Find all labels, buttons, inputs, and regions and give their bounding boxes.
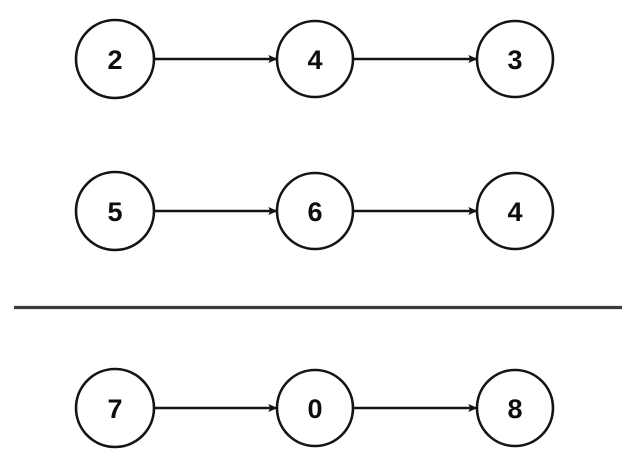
node-n7[interactable]: 7: [74, 367, 156, 449]
chain-7-0-8: 7 0 8: [74, 367, 555, 449]
node-label: 2: [107, 45, 122, 75]
node-circle[interactable]: [475, 368, 555, 448]
node-label: 4: [307, 45, 322, 75]
node-n5[interactable]: 6: [275, 171, 355, 251]
chain-2-4-3: 2 4 3: [74, 18, 555, 100]
node-circle[interactable]: [275, 368, 355, 448]
node-circle[interactable]: [275, 19, 355, 99]
node-n2[interactable]: 4: [275, 19, 355, 99]
node-circle[interactable]: [475, 171, 555, 251]
chain-5-6-4: 5 6 4: [74, 170, 555, 252]
node-label: 8: [507, 394, 522, 424]
node-n9[interactable]: 8: [475, 368, 555, 448]
node-label: 7: [107, 394, 122, 424]
node-label: 6: [307, 197, 322, 227]
node-n6[interactable]: 4: [475, 171, 555, 251]
node-label: 3: [507, 45, 522, 75]
node-n4[interactable]: 5: [74, 170, 156, 252]
node-n8[interactable]: 0: [275, 368, 355, 448]
node-label: 0: [307, 394, 322, 424]
node-circle[interactable]: [74, 367, 156, 449]
node-n1[interactable]: 2: [74, 18, 156, 100]
node-circle[interactable]: [275, 171, 355, 251]
node-label: 5: [107, 197, 122, 227]
node-label: 4: [507, 197, 522, 227]
node-circle[interactable]: [475, 19, 555, 99]
node-n3[interactable]: 3: [475, 19, 555, 99]
node-circle[interactable]: [74, 18, 156, 100]
node-circle[interactable]: [74, 170, 156, 252]
